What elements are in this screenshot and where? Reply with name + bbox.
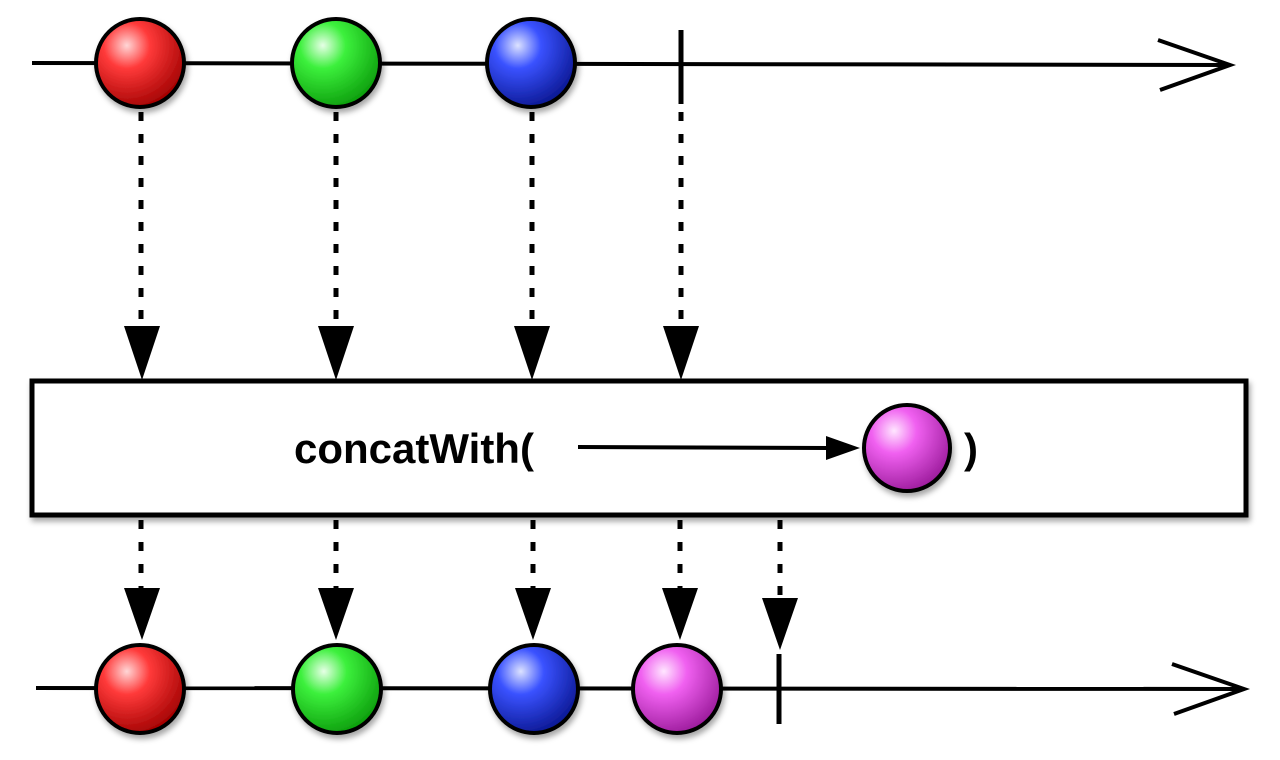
argument-stream-line: [577, 445, 829, 450]
arrow-blue-in: [514, 326, 550, 380]
argument-stream-arrowhead: [826, 436, 860, 460]
source-timeline: [31, 17, 1237, 109]
arrow-red-in: [124, 326, 160, 380]
operator-name: concatWith(: [294, 425, 534, 472]
result-timeline-arrowhead: [1171, 662, 1251, 716]
arrow-magenta-out: [662, 588, 698, 640]
arrow-green-out: [318, 588, 354, 640]
operator-closing-paren: ): [964, 425, 978, 472]
source-marble-blue: [485, 17, 577, 109]
output-connectors: [124, 520, 798, 650]
arrow-red-out: [124, 588, 160, 640]
input-connectors: [124, 112, 699, 380]
source-timeline-axis: [31, 61, 1229, 67]
argument-marble-magenta: [862, 403, 952, 493]
arrow-complete-out: [762, 598, 798, 650]
arrow-blue-out: [515, 588, 551, 640]
result-marble-blue: [488, 643, 580, 735]
result-timeline: [35, 643, 1251, 735]
source-marble-green: [290, 17, 382, 109]
arrow-green-in: [318, 326, 354, 380]
result-marble-red: [94, 643, 186, 735]
source-timeline-arrowhead: [1157, 38, 1237, 92]
argument-stream: [577, 403, 952, 493]
source-marble-red: [94, 17, 186, 109]
arrow-complete-in: [663, 326, 699, 380]
result-marble-magenta: [631, 643, 723, 735]
result-marble-green: [291, 643, 383, 735]
